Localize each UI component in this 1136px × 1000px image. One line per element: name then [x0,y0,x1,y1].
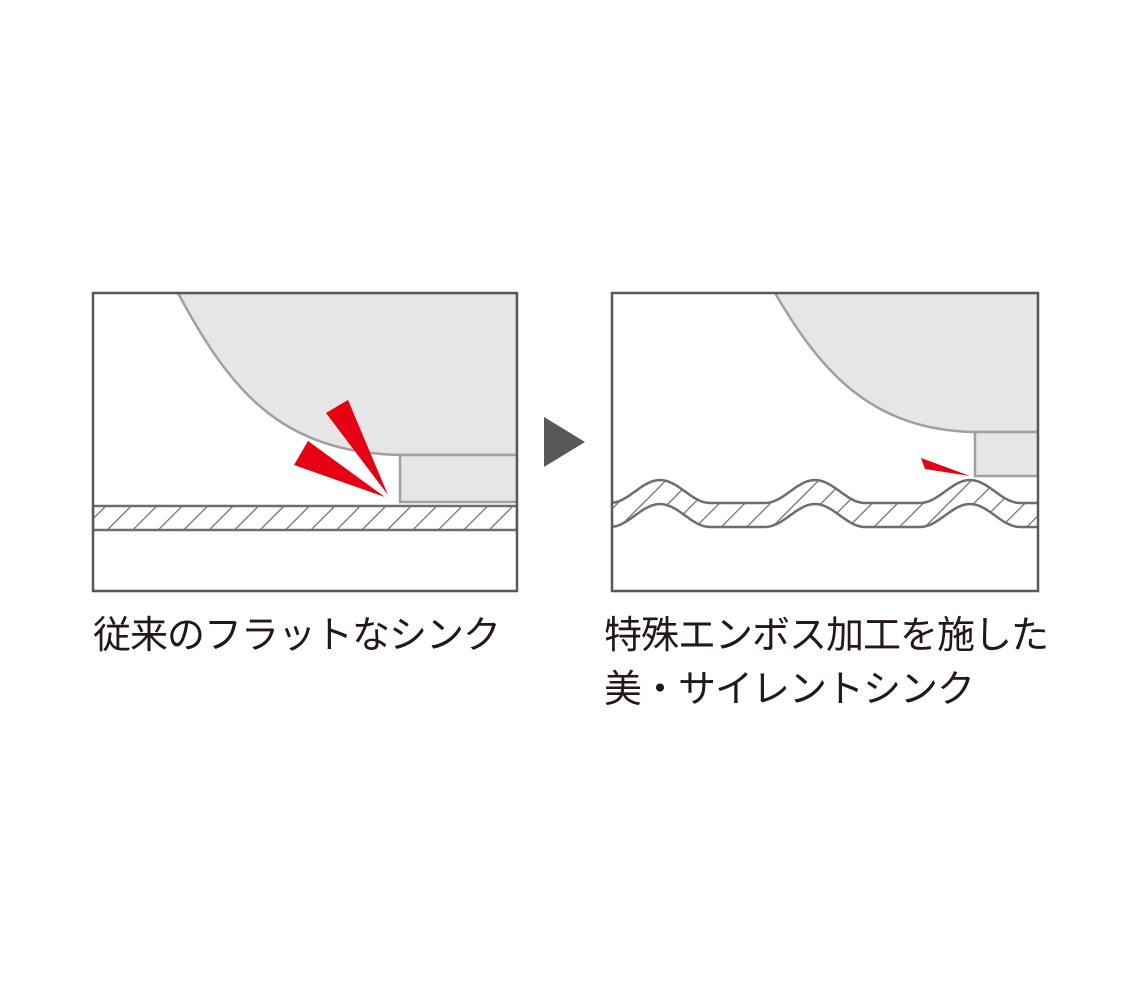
impact-mark [294,441,385,497]
bowl-foot [398,453,517,504]
embossed-sink-frame [610,291,1040,593]
impact-mark [921,458,970,476]
impact-mark [326,400,388,495]
flat-sink-caption: 従来のフラットなシンク [93,613,501,657]
embossed-sink-caption-line1: 特殊エンボス加工を施した [604,613,1049,657]
embossed-sink-panel [612,293,1038,529]
bowl-foot [973,430,1038,478]
flat-sink-frame [91,291,519,593]
embossed-plate [612,478,1038,529]
arrow-right-icon [544,417,585,467]
embossed-sink-caption-line2: 美・サイレントシンク [604,667,975,711]
flat-sink-panel [93,293,517,532]
bowl [773,293,1038,434]
flat-plate [93,504,517,532]
